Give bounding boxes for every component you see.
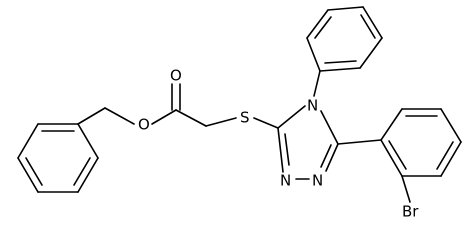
bond xyxy=(401,175,411,203)
double-bond-inner xyxy=(436,141,454,170)
double-bond-inner xyxy=(388,140,407,170)
bond xyxy=(77,107,106,125)
atom-label-triazole-n4: N xyxy=(307,97,318,115)
bond xyxy=(151,109,177,125)
bond xyxy=(77,123,99,159)
bond xyxy=(320,110,339,145)
n-phenyl-ring xyxy=(306,6,383,97)
double-bond-inner xyxy=(284,133,290,166)
double-bond-inner xyxy=(360,14,376,39)
bromophenyl-ring xyxy=(337,108,462,203)
benzyl-phenyl-ring xyxy=(17,123,99,193)
structure-canvas: O O S N N N Br xyxy=(17,6,462,221)
atom-label-triazole-n1: N xyxy=(312,172,323,190)
bond xyxy=(359,37,383,69)
atom-label-bromine: Br xyxy=(402,203,419,221)
chemical-structure-diagram: O O S N N N Br xyxy=(17,6,462,221)
double-bond-inner xyxy=(320,144,332,168)
bond xyxy=(306,9,329,39)
bond xyxy=(277,127,284,173)
bond xyxy=(17,123,39,159)
bond xyxy=(440,108,462,143)
double-bond-inner xyxy=(25,157,43,186)
bond xyxy=(313,70,321,97)
bond xyxy=(205,117,237,127)
atom-label-carbonyl-oxygen: O xyxy=(170,67,182,85)
bond xyxy=(306,37,321,72)
bond xyxy=(337,139,382,145)
bond xyxy=(77,157,99,193)
bond xyxy=(380,139,403,177)
bond xyxy=(17,157,39,193)
bond xyxy=(380,108,403,141)
double-bond-inner xyxy=(314,16,332,39)
bond xyxy=(277,105,306,129)
bond xyxy=(175,109,207,127)
bond xyxy=(319,67,361,72)
bond xyxy=(325,143,339,172)
bond xyxy=(362,6,383,39)
atom-label-sulfur: S xyxy=(240,109,250,127)
triazole-ring xyxy=(277,105,339,180)
bond xyxy=(253,117,279,129)
double-bond-inner xyxy=(324,60,357,64)
bond xyxy=(440,141,462,177)
bond xyxy=(104,107,135,125)
bond xyxy=(327,6,364,11)
double-bond-inner xyxy=(73,157,91,186)
atom-label-ester-oxygen: O xyxy=(138,116,150,134)
ester-chain xyxy=(77,83,279,129)
atom-label-triazole-n2: N xyxy=(280,172,291,190)
